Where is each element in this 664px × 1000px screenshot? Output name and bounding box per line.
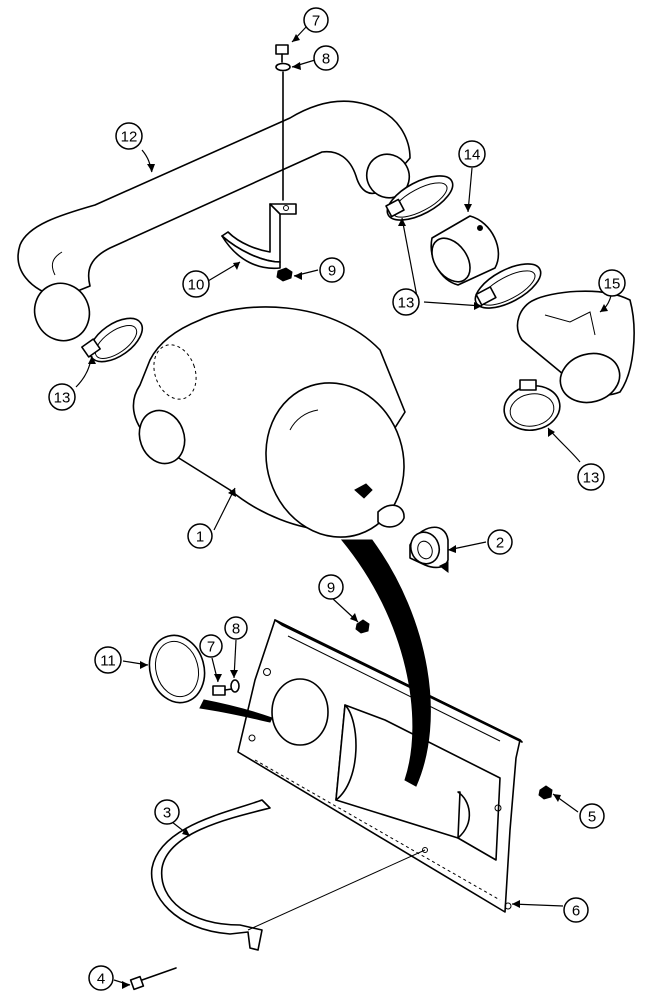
callout-14: 14	[458, 140, 486, 168]
svg-text:11: 11	[100, 653, 116, 670]
connector-sleeve	[430, 215, 500, 286]
svg-text:3: 3	[163, 805, 171, 822]
callout-9-top: 9	[319, 257, 345, 283]
clamp-middle	[474, 263, 542, 309]
gasket	[148, 634, 206, 704]
svg-text:14: 14	[464, 147, 481, 164]
svg-text:8: 8	[232, 621, 240, 638]
callout-13-center: 13	[392, 288, 420, 316]
air-cleaner-body	[132, 306, 406, 538]
clamp-right	[503, 379, 561, 432]
callout-5: 5	[579, 803, 605, 829]
nut-5	[538, 785, 553, 800]
callout-8-lower: 8	[224, 616, 248, 640]
elbow	[516, 290, 635, 404]
callout-11: 12	[115, 122, 143, 150]
clamp-upper	[385, 175, 454, 221]
svg-text:13: 13	[54, 390, 71, 407]
svg-text:7: 7	[312, 13, 320, 30]
svg-text:5: 5	[588, 809, 596, 826]
callout-15: 15	[598, 269, 626, 297]
callout-2: 2	[487, 529, 513, 555]
intake-tube	[17, 100, 411, 342]
svg-text:9: 9	[327, 580, 335, 597]
callout-7-lower: 7	[199, 634, 223, 658]
callout-9-lower: 9	[318, 574, 344, 600]
svg-text:6: 6	[572, 903, 580, 920]
mounting-panel	[237, 619, 523, 913]
svg-text:1: 1	[196, 529, 204, 546]
svg-text:2: 2	[496, 535, 504, 552]
callout-10: 10	[182, 270, 210, 298]
svg-text:15: 15	[604, 276, 621, 293]
svg-text:9: 9	[328, 263, 336, 280]
svg-text:7: 7	[207, 639, 215, 656]
svg-text:13: 13	[583, 470, 600, 487]
bolt-lower	[212, 679, 240, 696]
callout-8-top: 8	[313, 45, 339, 71]
callout-3: 3	[154, 799, 180, 825]
dust-valve	[409, 526, 449, 573]
callout-13-left: 13	[48, 383, 76, 411]
svg-text:13: 13	[398, 295, 415, 312]
nut-lower-9	[355, 619, 370, 634]
bolt-top	[275, 44, 291, 201]
mounting-strap	[150, 799, 426, 951]
callout-12: 11	[94, 646, 122, 674]
svg-text:8: 8	[322, 51, 330, 68]
svg-text:10: 10	[188, 277, 205, 294]
nut-top	[276, 267, 293, 282]
callout-6: 6	[563, 897, 589, 923]
callout-1: 1	[187, 523, 213, 549]
bracket	[221, 203, 297, 270]
callout-4: 4	[88, 965, 114, 991]
bolt-4	[129, 967, 177, 991]
callout-13-right: 13	[577, 463, 605, 491]
callout-7-top: 7	[303, 7, 329, 33]
callouts: 7 8 12 14 10 9 13 15	[48, 7, 626, 991]
svg-text:12: 12	[121, 129, 138, 146]
svg-text:4: 4	[97, 971, 105, 988]
